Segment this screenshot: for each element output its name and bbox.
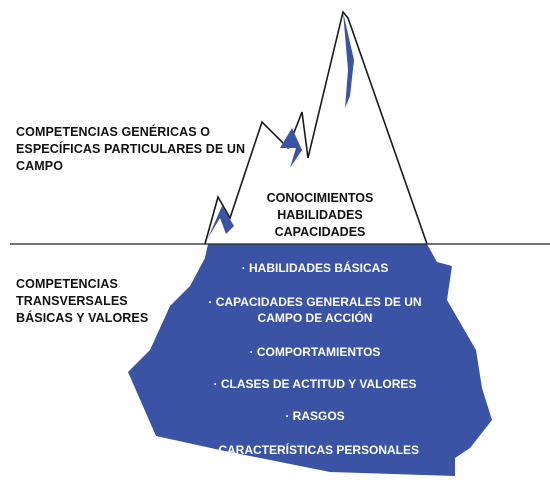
submerged-item-line: · HABILIDADES BÁSICAS <box>241 261 389 275</box>
tip-item: CONOCIMIENTOS <box>266 191 374 205</box>
submerged-item-line: · CAPACIDADES GENERALES DE UN <box>208 295 422 309</box>
above-water-label-line: CAMPO <box>16 159 64 173</box>
submerged-item-line: · CLASES DE ACTITUD Y VALORES <box>213 377 417 391</box>
submerged-item-line: · CARACTERÍSTICAS PERSONALES <box>210 443 419 457</box>
iceberg-tip-outline <box>204 10 428 245</box>
submerged-item: · RASGOS <box>170 408 460 424</box>
below-water-label: COMPETENCIAS TRANSVERSALES BÁSICAS Y VAL… <box>16 276 148 327</box>
submerged-item: · CAPACIDADES GENERALES DE UN CAMPO DE A… <box>170 294 460 326</box>
tip-items: CONOCIMIENTOS HABILIDADES CAPACIDADES <box>250 190 390 241</box>
submerged-item: · HABILIDADES BÁSICAS <box>170 260 460 276</box>
tip-item: HABILIDADES <box>277 208 363 222</box>
submerged-item-line: · COMPORTAMIENTOS <box>249 345 381 359</box>
iceberg-submerged-body <box>128 244 492 476</box>
below-water-label-line: TRANSVERSALES <box>16 294 128 308</box>
iceberg-tip-shading <box>280 128 302 168</box>
submerged-item-line: CAMPO DE ACCIÓN <box>257 311 373 325</box>
iceberg-tip-shading <box>208 206 234 238</box>
below-water-label-line: COMPETENCIAS <box>16 277 118 291</box>
tip-item: CAPACIDADES <box>274 225 366 239</box>
submerged-item: · COMPORTAMIENTOS <box>170 344 460 360</box>
submerged-item: · CARACTERÍSTICAS PERSONALES <box>170 442 460 458</box>
iceberg-tip-shading <box>343 12 354 108</box>
submerged-item-line: · RASGOS <box>285 409 345 423</box>
below-water-label-line: BÁSICAS Y VALORES <box>16 311 149 325</box>
above-water-label: COMPETENCIAS GENÉRICAS O ESPECÍFICAS PAR… <box>16 124 245 175</box>
submerged-item: · CLASES DE ACTITUD Y VALORES <box>170 376 460 392</box>
above-water-label-line: COMPETENCIAS GENÉRICAS O <box>16 125 211 139</box>
above-water-label-line: ESPECÍFICAS PARTICULARES DE UN <box>16 142 246 156</box>
